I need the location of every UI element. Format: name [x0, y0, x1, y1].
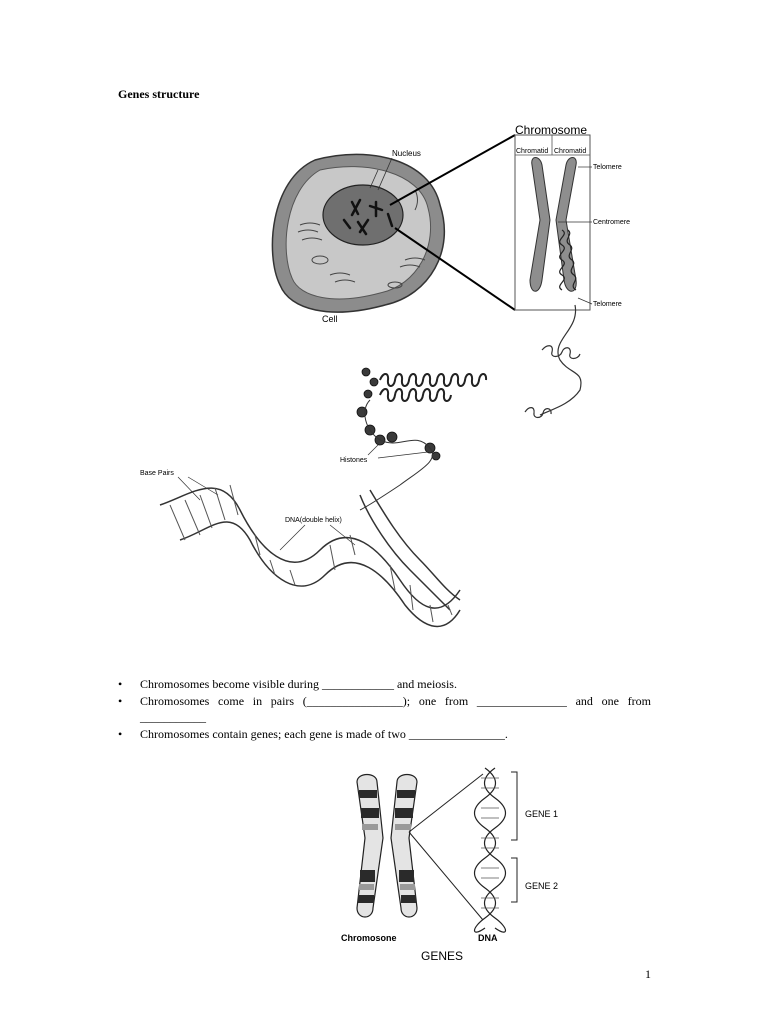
nucleus-label: Nucleus	[392, 149, 421, 158]
gene-2-label: GENE 2	[525, 881, 558, 891]
bullet-text-1: Chromosomes become visible during ______…	[140, 677, 457, 691]
chromosome-illustration	[356, 773, 418, 918]
gene-1-bracket	[511, 771, 518, 841]
dna-double-helix	[159, 487, 461, 627]
bullet-dot-icon: •	[118, 727, 123, 741]
bullet-list: • Chromosomes become visible during ____…	[118, 676, 651, 743]
chromosome-box	[514, 134, 591, 311]
chromosome-caption: Chromosone	[341, 933, 397, 943]
genes-diagram: GENE 1 GENE 2 Chromosone DNA GENES	[335, 760, 585, 970]
bullet-text-3: Chromosomes contain genes; each gene is …	[140, 727, 508, 741]
solenoid-fiber	[379, 373, 488, 402]
gene-1-label: GENE 1	[525, 809, 558, 819]
bullet-item-1: • Chromosomes become visible during ____…	[118, 676, 651, 692]
cell-label: Cell	[322, 314, 338, 324]
bullet-item-3: • Chromosomes contain genes; each gene i…	[118, 726, 651, 742]
bullet-dot-icon: •	[118, 677, 123, 691]
dna-base-pair-rungs	[169, 484, 453, 623]
histones-label: Histones	[340, 457, 368, 464]
chromatin-fiber	[524, 304, 582, 419]
chromosome-heading: Chromosome	[515, 123, 587, 137]
bullet-dot-icon: •	[118, 694, 123, 708]
gene-2-bracket	[511, 857, 518, 903]
centromere-label: Centromere	[593, 219, 630, 226]
chromatid-right-label: Chromatid	[554, 148, 586, 155]
bullet-text-2-line-2: ___________	[140, 710, 206, 724]
dna-caption: DNA	[478, 933, 498, 943]
telomere-bottom-label: Telomere	[593, 301, 622, 308]
page-number: 1	[645, 967, 651, 981]
nucleus-shape	[322, 184, 404, 246]
bullet-text-2-line-1: Chromosomes come in pairs (_____________…	[140, 694, 651, 708]
dna-double-helix-label: DNA(double helix)	[285, 517, 342, 524]
base-pairs-label: Base Pairs	[140, 470, 174, 477]
cell-chromosome-dna-diagram: Nucleus Cell Chromosome Chromatid Chroma…	[130, 110, 650, 650]
cell-illustration	[271, 153, 445, 313]
genes-caption: GENES	[421, 949, 463, 963]
dna-strand-illustration	[473, 767, 507, 933]
bullet-item-2: • Chromosomes come in pairs (___________…	[118, 693, 651, 725]
page-title: Genes structure	[118, 87, 200, 101]
histone-beads	[356, 367, 441, 461]
chromatid-left-label: Chromatid	[516, 148, 548, 155]
telomere-top-label: Telomere	[593, 164, 622, 171]
